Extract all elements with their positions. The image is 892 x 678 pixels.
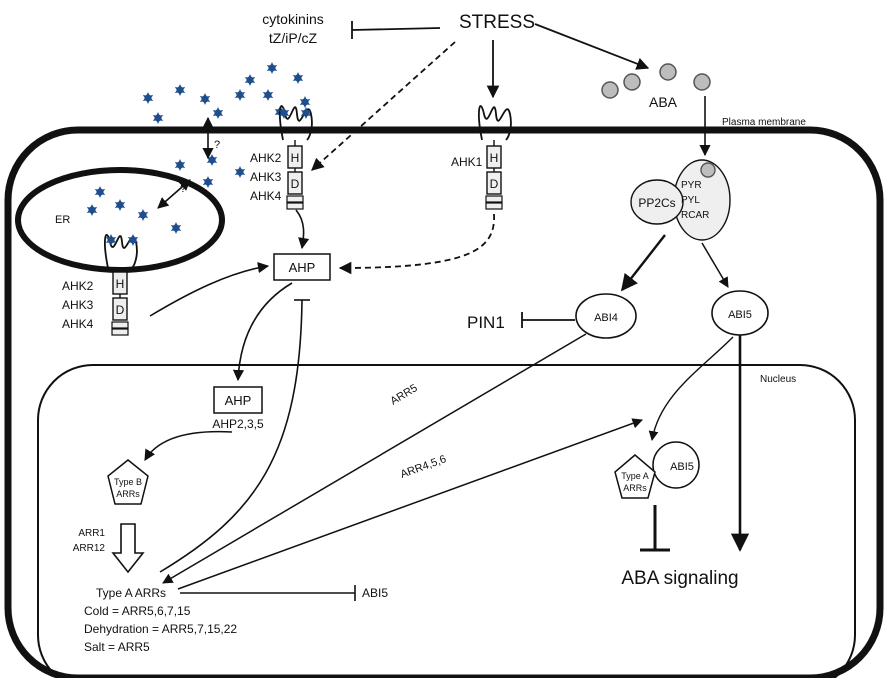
ahk4-label: AHK4: [250, 189, 282, 203]
aba-molecules: [601, 63, 711, 99]
dehydration-arrs-label: Dehydration = ARR5,7,15,22: [84, 622, 237, 636]
ahk1-to-ahp-dashed-arrow: [338, 213, 495, 275]
type-b-arrs-pentagon: [107, 459, 149, 505]
nucleus-boundary: [37, 364, 856, 678]
ahp-cytoplasm-box: [273, 253, 331, 281]
abi5-inhibited-label: ABI5: [362, 586, 388, 600]
arr456-label: ARR4,5,6: [399, 453, 448, 481]
er-ahk-to-ahp-arrow: [149, 262, 270, 317]
ahk1-d-domain-label: D: [490, 177, 499, 191]
er-ahk4-label: AHK4: [62, 317, 94, 331]
stress-inhibits-cytokinins: [351, 21, 441, 39]
er-organelle: [15, 167, 225, 273]
er-label: ER: [55, 214, 70, 226]
type-b-label-1: Type B: [114, 477, 142, 487]
ahp-nuclear-label: AHP: [225, 393, 252, 408]
ahk1-membrane-receptor: [478, 105, 512, 210]
er-d-domain-label: D: [116, 303, 125, 317]
type-a-arrs-label: Type A ARRs: [96, 586, 166, 600]
cold-arrs-label: Cold = ARR5,6,7,15: [84, 604, 191, 618]
ahk2-label: AHK2: [250, 151, 282, 165]
pp2cs-ellipse: [630, 179, 684, 225]
rcar-label: RCAR: [681, 210, 709, 221]
type-a-small-label-1: Type A: [621, 471, 649, 481]
er-h-domain-label: H: [116, 277, 125, 291]
type-a-arrs-inhibit-ahp: [159, 299, 310, 573]
abi4-inhibits-pin1: [521, 312, 575, 328]
arr12-label: ARR12: [73, 543, 106, 554]
type-a-small-label-2: ARRs: [623, 483, 647, 493]
type-a-to-abi5-arr456-arrow: [177, 418, 643, 590]
type-a-arrs-inhibit-abi5: [180, 585, 356, 601]
ahk234-membrane-receptor: [278, 105, 313, 210]
ahk3-label: AHK3: [250, 170, 282, 184]
type-b-label-2: ARRs: [116, 489, 140, 499]
pyr-label: PYR: [681, 180, 702, 191]
abi5-nuclear-label: ABI5: [670, 461, 694, 473]
type-a-arrs-pentagon: [614, 454, 656, 499]
aba-bound-dot: [700, 162, 716, 178]
ahp-to-type-b-arrow: [144, 430, 233, 461]
aba-label: ABA: [649, 94, 678, 110]
salt-arrs-label: Salt = ARR5: [84, 640, 150, 654]
question-mark-2: ?: [180, 183, 186, 195]
d-domain-label: D: [291, 177, 300, 191]
cell-membrane: [4, 126, 884, 678]
aba-signaling-label: ABA signaling: [621, 568, 738, 589]
cytokinins-label: cytokinins: [262, 11, 323, 27]
abi5-nuclear-node: [652, 441, 700, 489]
stress-label: STRESS: [459, 12, 535, 33]
question-mark-1: ?: [214, 139, 220, 151]
abi4-to-type-a-arr5-arrow: [162, 333, 587, 584]
ahp235-label: AHP2,3,5: [212, 417, 264, 431]
stress-to-ahk234-dashed-arrow: [311, 41, 456, 171]
ahk1-h-domain-label: H: [490, 151, 499, 165]
abi5-to-nuclear-complex-arrow: [648, 336, 734, 441]
complex-inhibits-aba-signaling: [640, 505, 670, 552]
arr1-label: ARR1: [78, 528, 105, 539]
abi4-label: ABI4: [594, 312, 618, 324]
cytokinin-transport-er: [157, 179, 191, 209]
er-ahk3-label: AHK3: [62, 298, 94, 312]
cytokinin-types-label: tZ/iP/cZ: [269, 30, 318, 46]
ahp-nuclear-box: [213, 386, 263, 414]
pyl-label: PYL: [681, 195, 700, 206]
ahp-cytoplasm-label: AHP: [289, 260, 316, 275]
pyr-to-abi5-arrow: [701, 242, 729, 288]
h-domain-label: H: [291, 151, 300, 165]
pp2cs-label: PP2Cs: [638, 196, 675, 210]
arr5-label: ARR5: [388, 382, 419, 407]
type-b-to-type-a-hollow-arrow: [111, 523, 145, 574]
pin1-label: PIN1: [467, 313, 505, 332]
er-ahk2-label: AHK2: [62, 279, 94, 293]
nucleus-label: Nucleus: [760, 374, 796, 385]
pp2cs-to-abi4-arrow: [620, 234, 666, 292]
abi4-node: [575, 293, 637, 339]
ahp-to-nucleus-arrow: [232, 282, 293, 382]
ahk234-er-receptor: [104, 234, 139, 336]
ahk1-label: AHK1: [451, 155, 483, 169]
abi5-label: ABI5: [728, 309, 752, 321]
plasma-membrane-label: Plasma membrane: [722, 117, 806, 128]
ahk234-to-ahp-arrow: [295, 209, 310, 250]
stress-to-aba-arrow: [534, 23, 650, 70]
